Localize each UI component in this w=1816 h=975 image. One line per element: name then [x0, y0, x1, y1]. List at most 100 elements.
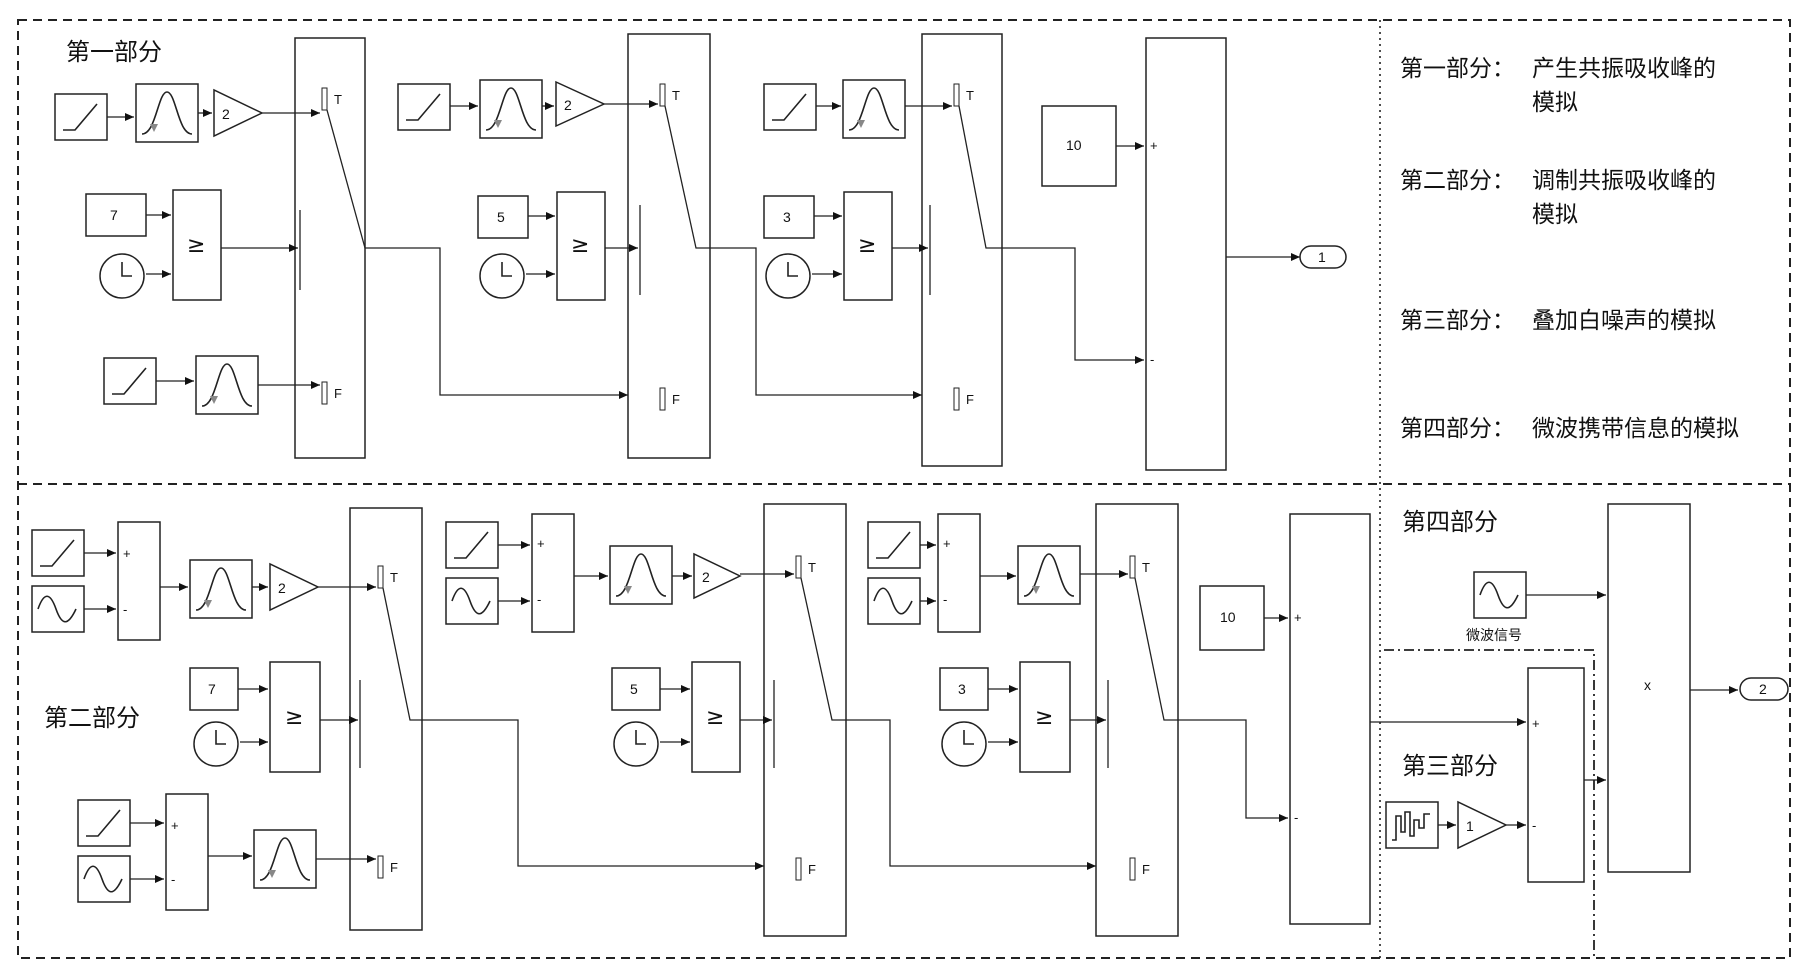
sum-plus-label: +: [123, 546, 131, 561]
part3-label: 第三部分: [1402, 752, 1498, 780]
constant-value: 3: [783, 209, 791, 225]
constant-value: 10: [1066, 137, 1082, 153]
ramp-icon: [31, 529, 85, 577]
constant-value: 5: [497, 209, 505, 225]
sum-plus-label: +: [1294, 610, 1302, 625]
clock-icon: [941, 721, 987, 767]
switch-block: [349, 507, 423, 931]
sum-minus-label: -: [171, 872, 175, 887]
wires-part34: [1370, 591, 1738, 829]
gain-block: [213, 88, 264, 138]
gain-value: 1: [1466, 818, 1474, 834]
constant-value: 10: [1220, 609, 1236, 625]
legend-item1-prefix: 第一部分：: [1400, 56, 1515, 82]
gaussian-icon: [135, 83, 199, 143]
clock-icon: [613, 721, 659, 767]
gain-value: 2: [278, 580, 286, 596]
sum-minus-label: -: [123, 602, 127, 617]
switch-false-label: F: [1142, 862, 1150, 877]
constant-block: [189, 667, 239, 711]
ramp-icon: [77, 799, 131, 847]
constant-block: [763, 195, 815, 239]
clock-icon: [765, 253, 811, 299]
constant-value: 5: [630, 681, 638, 697]
compare-symbol: ≥: [285, 705, 303, 730]
constant-block: [477, 195, 529, 239]
sum-minus-label: -: [1532, 818, 1536, 833]
gaussian-icon: [609, 545, 673, 605]
switch-false-label: F: [808, 862, 816, 877]
section-borders: [17, 19, 1791, 959]
gain-value: 2: [702, 569, 710, 585]
compare-symbol: ≥: [858, 233, 876, 258]
legend-item4-text: 微波携带信息的模拟: [1532, 416, 1739, 442]
sum-block: [1289, 513, 1371, 925]
switch-block: [921, 33, 1003, 467]
sum-plus-label: +: [1532, 716, 1540, 731]
sum-block: [117, 521, 161, 641]
legend-item2-prefix: 第二部分：: [1400, 168, 1515, 194]
product-block: [1607, 503, 1691, 873]
sine-icon: [77, 855, 131, 903]
clock-icon: [193, 721, 239, 767]
compare-symbol: ≥: [706, 705, 724, 730]
compare-block: [1019, 661, 1071, 773]
ramp-icon: [397, 83, 451, 131]
wires-part2-chain1: [84, 549, 764, 883]
constant-value: 7: [110, 207, 118, 223]
wires-chain2: [450, 100, 922, 399]
sine-icon: [31, 585, 85, 633]
gaussian-icon: [479, 79, 543, 139]
compare-block: [843, 191, 893, 301]
gain-block: [1457, 800, 1508, 850]
sum-plus-label: +: [943, 536, 951, 551]
gaussian-icon: [189, 559, 253, 619]
part2-label: 第二部分: [44, 704, 140, 732]
sum-block: [1145, 37, 1227, 471]
part4-label: 第四部分: [1402, 508, 1498, 536]
gaussian-icon: [1017, 545, 1081, 605]
wires-part2-chain2: [498, 541, 1096, 870]
sum-block: [1527, 667, 1585, 883]
compare-block: [172, 189, 222, 301]
switch-true-label: T: [672, 88, 680, 103]
gaussian-icon: [253, 829, 317, 889]
legend-item3-text: 叠加白噪声的模拟: [1532, 308, 1716, 334]
compare-symbol: ≥: [187, 233, 205, 258]
ramp-icon: [867, 521, 921, 569]
clock-icon: [479, 253, 525, 299]
switch-true-label: T: [334, 92, 342, 107]
outport-2: [1739, 677, 1789, 701]
outport-1: [1299, 245, 1347, 269]
compare-block: [269, 661, 321, 773]
gain-block: [269, 562, 320, 612]
constant-block: [939, 667, 989, 711]
switch-false-label: F: [672, 392, 680, 407]
outport-2-label: 2: [1759, 681, 1767, 697]
switch-true-label: T: [1142, 560, 1150, 575]
gaussian-icon: [195, 355, 259, 415]
ramp-icon: [445, 521, 499, 569]
sum-minus-label: -: [537, 592, 541, 607]
sum-block: [165, 793, 209, 911]
wires-chain1: [107, 109, 628, 399]
sum-minus-label: -: [1294, 810, 1298, 825]
sine-icon: [1473, 571, 1527, 619]
ramp-icon: [103, 357, 157, 405]
legend-item2-text: 调制共振吸收峰的: [1532, 168, 1716, 194]
legend: 第一部分： 产生共振吸收峰的 模拟 第二部分： 调制共振吸收峰的 模拟 第三部分…: [1400, 56, 1739, 442]
compare-block: [556, 191, 606, 301]
legend-item1-text2: 模拟: [1532, 90, 1578, 116]
outport-1-label: 1: [1318, 249, 1326, 265]
legend-item2-text2: 模拟: [1532, 202, 1578, 228]
part1-label: 第一部分: [66, 38, 162, 66]
sum-plus-label: +: [537, 536, 545, 551]
noise-icon: [1385, 801, 1439, 849]
sine-icon: [867, 577, 921, 625]
sum-block: [531, 513, 575, 633]
switch-true-label: T: [390, 570, 398, 585]
sum-plus-label: +: [171, 818, 179, 833]
sum-minus-label: -: [943, 592, 947, 607]
gain-value: 2: [564, 97, 572, 113]
